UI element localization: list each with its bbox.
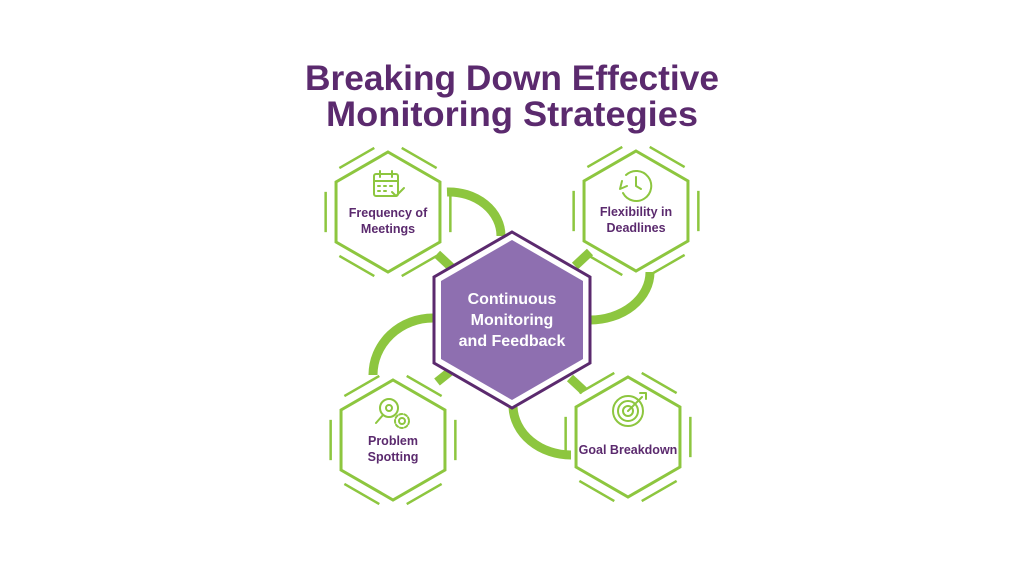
- node-label-line-2: Meetings: [361, 222, 415, 236]
- node-flexibility-in-deadlines: Flexibility in Deadlines: [572, 145, 700, 277]
- bracket-segment: [343, 482, 380, 506]
- node-label-line-2: Spotting: [368, 450, 419, 464]
- calendar-check-icon: [373, 170, 405, 197]
- center-label-line-1: Continuous: [468, 291, 557, 308]
- bracket-segment: [586, 145, 623, 169]
- bracket-segment: [641, 371, 678, 395]
- node-label: Goal Breakdown: [579, 443, 678, 457]
- clock-refresh-icon: [619, 170, 653, 202]
- center-label-line-2: Monitoring: [471, 312, 554, 329]
- node-hexagon: [334, 150, 442, 274]
- node-hexagon: [574, 375, 682, 499]
- connector-arc-bottom-left: [368, 313, 434, 376]
- node-goal-breakdown: Goal Breakdown: [564, 371, 692, 503]
- connector-arc-bottom-right: [508, 406, 572, 460]
- bracket-segment: [406, 482, 443, 506]
- bracket-segment: [649, 253, 686, 277]
- node-label-line-2: Deadlines: [606, 221, 665, 235]
- center-hexagon-fill: [441, 240, 583, 400]
- bracket-segment: [401, 254, 438, 278]
- bracket-segment: [338, 146, 375, 170]
- bracket-segment: [338, 254, 375, 278]
- node-label-line-1: Problem: [368, 434, 418, 448]
- bracket-segment: [578, 371, 615, 395]
- title-line-2: Monitoring Strategies: [326, 95, 698, 134]
- magnifier-gear-icon: [375, 398, 410, 429]
- node-frequency-of-meetings: Frequency of Meetings: [324, 146, 452, 278]
- node-label-line-1: Flexibility in: [600, 205, 672, 219]
- connector-arc-top-left: [446, 187, 506, 237]
- bracket-segment: [343, 374, 380, 398]
- connector-bar-top-left: [433, 250, 456, 272]
- bracket-segment: [406, 374, 443, 398]
- target-arrow-icon: [612, 392, 647, 427]
- bracket-segment: [578, 479, 615, 503]
- node-hexagon: [339, 378, 447, 502]
- bracket-segment: [641, 479, 678, 503]
- bracket-segment: [401, 146, 438, 170]
- center-label-line-3: and Feedback: [459, 333, 566, 350]
- bracket-segment: [649, 145, 686, 169]
- bracket-segment: [586, 253, 623, 277]
- connector-arc-top-right: [589, 271, 655, 325]
- center-hexagon: Continuous Monitoring and Feedback: [432, 230, 592, 410]
- connectors: [368, 187, 655, 460]
- node-label-line-1: Frequency of: [349, 206, 428, 220]
- connector-bar-bottom-right: [566, 374, 588, 395]
- connector-bar-top-right: [571, 248, 594, 270]
- title-line-1: Breaking Down Effective: [305, 59, 719, 98]
- node-hexagon: [582, 149, 690, 273]
